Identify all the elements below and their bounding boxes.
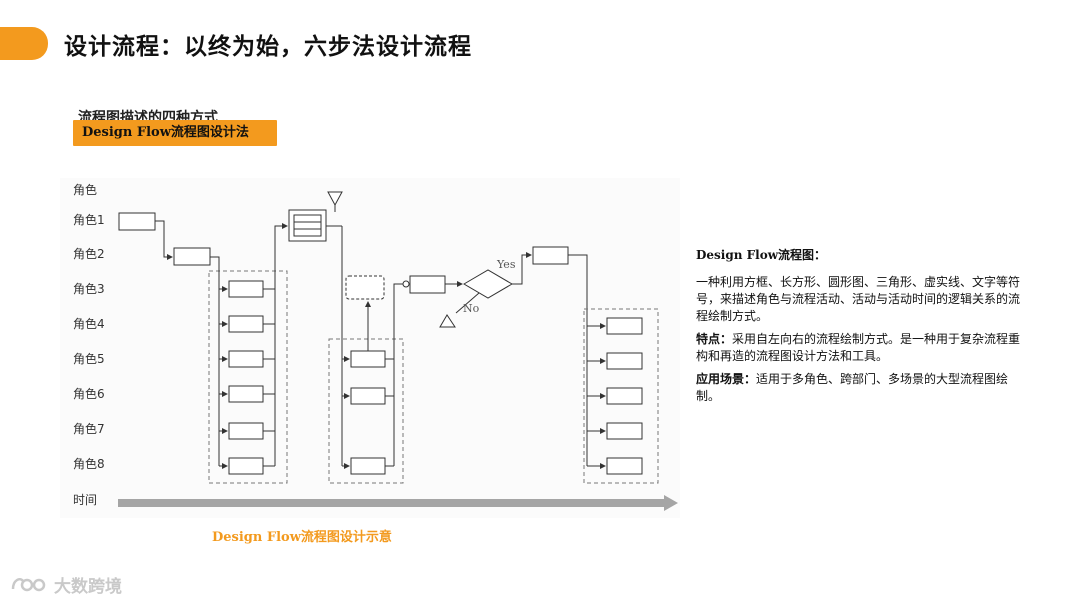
watermark-text: 大数跨境: [54, 577, 122, 597]
role-label-8: 角色8: [73, 457, 105, 471]
description-scenario: 应用场景：适用于多角色、跨部门、多场景的大型流程图绘制。: [696, 371, 1026, 405]
activity-box: [118, 212, 156, 231]
dashed-optional-box: [345, 275, 385, 300]
feature-label: 特点：: [696, 332, 733, 346]
description-panel: Design Flow流程图： 一种利用方框、长方形、圆形图、三角形、虚实线、文…: [696, 247, 1026, 411]
description-feature: 特点：采用自左向右的流程绘制方式。是一种用于复杂流程重构和再造的流程图设计方法和…: [696, 331, 1026, 365]
title-accent-bar: [0, 27, 48, 60]
decision-no-label: No: [463, 302, 480, 315]
scenario-text: 适用于多角色、跨部门、多场景的大型流程图绘制。: [696, 372, 1009, 403]
activity-box: [606, 457, 643, 475]
role-label-2: 角色2: [73, 247, 105, 261]
connector-circle: [402, 280, 410, 288]
role-label-5: 角色5: [73, 352, 105, 366]
activity-box: [228, 385, 264, 403]
activity-box: [228, 315, 264, 333]
activity-box: [228, 457, 264, 475]
activity-box: [606, 422, 643, 440]
role-label-6: 角色6: [73, 387, 105, 401]
activity-box: [606, 352, 643, 370]
role-label-7: 角色7: [73, 422, 105, 436]
activity-box: [228, 280, 264, 298]
activity-box: [350, 457, 386, 475]
activity-box: [173, 247, 211, 266]
activity-box: [532, 246, 569, 265]
time-label: 时间: [73, 493, 98, 507]
dashed-group-1: [208, 270, 288, 484]
slide-title: 设计流程：以终为始，六步法设计流程: [64, 34, 472, 60]
activity-box: [606, 387, 643, 405]
activity-box: [606, 317, 643, 335]
scenario-label: 应用场景：: [696, 372, 757, 386]
activity-box: [228, 350, 264, 368]
description-definition: 一种利用方框、长方形、圆形图、三角形、虚实线、文字等符号，来描述角色与流程活动、…: [696, 275, 1021, 323]
method-tag: Design Flow流程图设计法: [73, 120, 277, 146]
start-triangle: [327, 191, 343, 207]
role-label-3: 角色3: [73, 282, 105, 296]
roles-header: 角色: [73, 183, 98, 197]
role-label-4: 角色4: [73, 317, 105, 331]
activity-box: [409, 275, 446, 294]
watermark-logo-icon: [11, 577, 46, 591]
feature-text: 采用自左向右的流程绘制方式。是一种用于复杂流程重构和再造的流程图设计方法和工具。: [696, 332, 1021, 363]
activity-box: [228, 422, 264, 440]
watermark: 大数跨境: [10, 572, 122, 597]
description-heading: Design Flow流程图：: [696, 248, 827, 262]
dashed-group-3: [583, 308, 659, 484]
hidden-subtitle: 流程图描述的四种方式: [78, 110, 218, 122]
dashed-group-2: [328, 338, 404, 484]
activity-box: [350, 387, 386, 405]
end-triangle: [439, 314, 456, 328]
diagram-caption: Design Flow流程图设计示意: [212, 530, 392, 545]
decision-diamond: [463, 269, 513, 299]
time-axis-arrow: [118, 495, 678, 511]
role-label-1: 角色1: [73, 213, 105, 227]
decision-yes-label: Yes: [496, 258, 516, 271]
activity-box: [350, 350, 386, 368]
